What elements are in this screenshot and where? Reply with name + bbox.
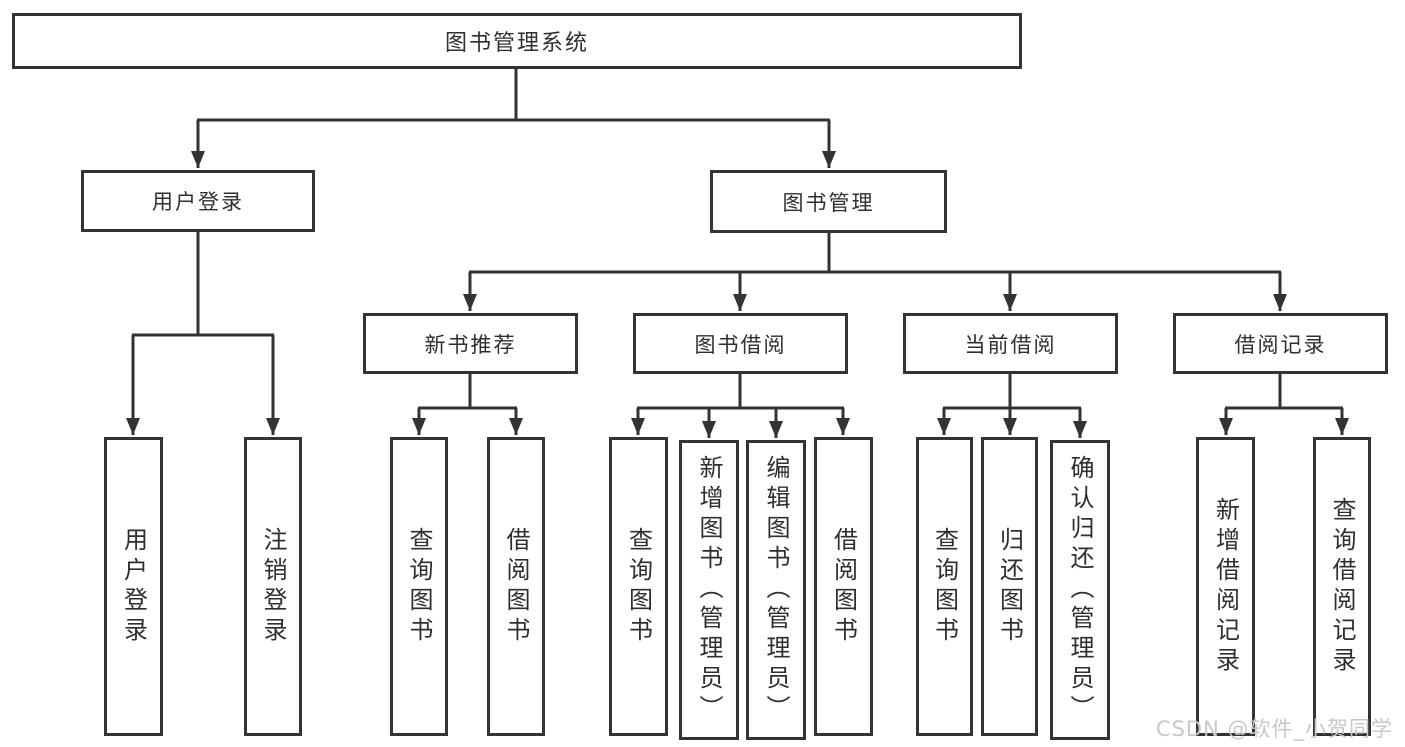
leaf-newbook-borrow-books: 借阅图书: [487, 437, 545, 736]
leaf-edit-books-admin: 编辑图书（管理员）: [746, 440, 806, 740]
leaf-borrow-query-books: 查询图书: [609, 437, 668, 736]
leaf-query-borrow-record: 查询借阅记录: [1313, 437, 1371, 736]
node-book-management: 图书管理: [710, 170, 947, 233]
leaf-borrow-books: 借阅图书: [814, 437, 873, 736]
node-user-login: 用户登录: [81, 170, 315, 232]
leaf-add-books-admin: 新增图书（管理员）: [679, 440, 739, 740]
node-current-borrowing: 当前借阅: [903, 313, 1118, 374]
leaf-newbook-query-books: 查询图书: [390, 437, 448, 736]
leaf-logout: 注销登录: [244, 437, 302, 736]
leaf-user-login: 用户登录: [104, 437, 163, 736]
leaf-current-query-books: 查询图书: [916, 437, 973, 736]
leaf-confirm-return-admin: 确认归还（管理员）: [1050, 440, 1110, 740]
node-borrowing-records: 借阅记录: [1173, 313, 1388, 374]
node-library-management-system: 图书管理系统: [12, 13, 1022, 69]
node-book-borrowing: 图书借阅: [633, 313, 848, 374]
node-new-book-recommend: 新书推荐: [363, 313, 578, 374]
csdn-watermark: CSDN @软件_小贺同学: [1155, 717, 1393, 741]
leaf-add-borrow-record: 新增借阅记录: [1196, 437, 1255, 736]
leaf-return-books: 归还图书: [981, 437, 1038, 736]
